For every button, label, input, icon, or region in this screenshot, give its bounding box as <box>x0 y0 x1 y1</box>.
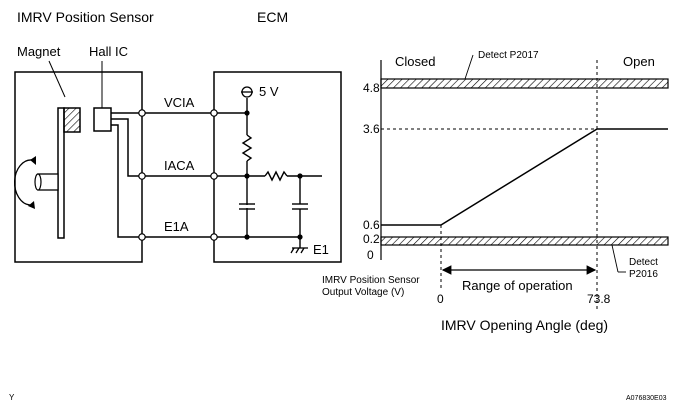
closed-label: Closed <box>395 54 435 69</box>
detect-low-band <box>380 236 669 246</box>
x-tick-0: 0 <box>437 292 444 306</box>
y-tick-0v2: 0.2 <box>363 232 380 246</box>
pin-vcia: VCIA <box>164 95 195 110</box>
corner-right-code: A076830E03 <box>626 395 667 402</box>
supply-voltage-label: 5 V <box>259 84 279 99</box>
detect-low-leader-a <box>611 244 619 273</box>
sensor-connectors <box>138 109 146 241</box>
range-label: Range of operation <box>462 278 573 293</box>
x-tick-73v8: 73.8 <box>587 292 611 306</box>
detect-low-label-1: Detect <box>629 257 658 268</box>
output-voltage-line <box>381 128 668 226</box>
hall-ic-label: Hall IC <box>89 44 128 59</box>
y-tick-3v6: 3.6 <box>363 122 380 136</box>
hall-ic <box>93 107 112 132</box>
y-tick-0: 0 <box>367 248 374 262</box>
y-tick-4v8: 4.8 <box>363 81 380 95</box>
ground-icon <box>290 247 308 254</box>
voltage-graph: Closed Open Detect P2017 Detect P2016 4.… <box>322 50 669 333</box>
magnet-label: Magnet <box>17 44 61 59</box>
y-axis-label-1: IMRV Position Sensor <box>322 275 420 286</box>
ecm-circuit <box>217 98 322 248</box>
sensor-box <box>14 71 143 263</box>
detect-high-leader <box>464 54 474 80</box>
y-tick-0v6: 0.6 <box>363 218 380 232</box>
harness-lines <box>145 112 211 238</box>
pin-iaca: IACA <box>164 158 195 173</box>
x-axis-label: IMRV Opening Angle (deg) <box>441 317 608 333</box>
sensor-title: IMRV Position Sensor <box>17 9 154 25</box>
pin-e1a: E1A <box>164 219 189 234</box>
corner-left-label: Y <box>9 393 15 402</box>
ground-label: E1 <box>313 242 329 257</box>
supply-terminal <box>241 86 253 98</box>
magnet-leader <box>48 60 66 98</box>
sensor-wires <box>111 112 142 238</box>
y-axis-label-2: Output Voltage (V) <box>322 287 404 298</box>
junction-dots <box>244 110 303 240</box>
detect-high-band <box>380 78 669 89</box>
detect-low-label-2: P2016 <box>629 269 658 280</box>
open-label: Open <box>623 54 655 69</box>
rotation-arrow-icon <box>13 156 36 209</box>
magnet-block <box>63 107 81 133</box>
ecm-title: ECM <box>257 9 288 25</box>
magnet-plate <box>57 107 65 239</box>
ecm-box <box>213 71 342 263</box>
rotating-shaft <box>34 173 59 191</box>
detect-high-label: Detect P2017 <box>478 50 539 61</box>
